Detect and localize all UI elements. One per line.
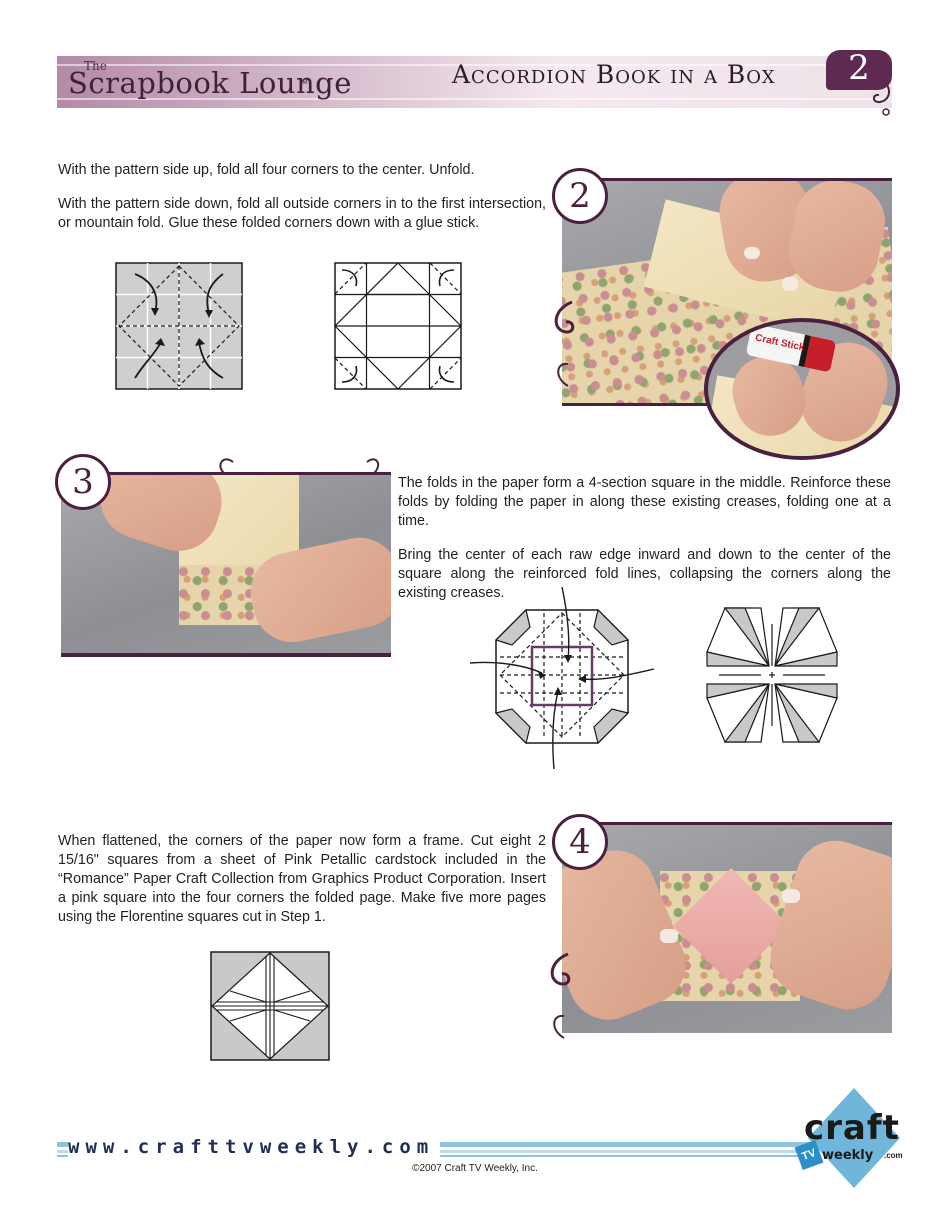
logo-com: .com [884, 1151, 903, 1160]
step3-text: The folds in the paper form a 4-section … [398, 474, 891, 618]
brand-the: The [84, 59, 107, 73]
step3-photo [61, 472, 391, 657]
step3-paragraph-1: The folds in the paper form a 4-section … [398, 475, 891, 529]
step2-number: 2 [552, 168, 608, 224]
glue-stick-label: Craft Stick [754, 332, 806, 354]
fold-diagram-flattened-frame [210, 951, 330, 1061]
step2-photo-group: Craft Stick 2 [548, 168, 900, 460]
fold-diagram-corners-to-center [115, 262, 243, 390]
fold-diagram-collapsed-result [706, 607, 838, 743]
step4-paragraph-1: When flattened, the corners of the paper… [58, 833, 546, 925]
step3-paragraph-2: Bring the center of each raw edge inward… [398, 547, 891, 601]
step4-photo-group: 4 [540, 812, 896, 1042]
page-number-badge [826, 50, 892, 90]
copyright: ©2007 Craft TV Weekly, Inc. [412, 1163, 538, 1174]
step3-number: 3 [55, 454, 111, 510]
step4-number: 4 [552, 814, 608, 870]
step3-photo-group: 3 [55, 452, 400, 667]
brand-trademark: TM [299, 80, 308, 86]
step2-paragraph-2: With the pattern side down, fold all out… [58, 196, 546, 231]
footer-url[interactable]: www.crafttvweekly.com [68, 1136, 441, 1158]
logo-weekly: weekly [822, 1148, 874, 1163]
header-band [57, 56, 892, 108]
step2-text: With the pattern side up, fold all four … [58, 161, 546, 248]
step2-swirl-icon [554, 300, 575, 387]
step2-paragraph-1: With the pattern side up, fold all four … [58, 162, 475, 178]
brand-name: Scrapbook Lounge [68, 66, 352, 100]
step2-inset-photo: Craft Stick [704, 318, 900, 460]
fold-diagram-collapse [469, 586, 655, 770]
step4-text: When flattened, the corners of the paper… [58, 832, 546, 942]
fold-diagram-mountain-fold [334, 262, 462, 390]
step3-swirl-icon [219, 458, 380, 475]
step4-photo [562, 822, 892, 1033]
page-title: Accordion Book in a Box [452, 60, 776, 89]
logo-craft: craft [804, 1108, 900, 1148]
step4-swirl-icon [550, 952, 571, 1039]
logo-diamond-icon [808, 1088, 900, 1188]
page-number: 2 [848, 48, 870, 88]
